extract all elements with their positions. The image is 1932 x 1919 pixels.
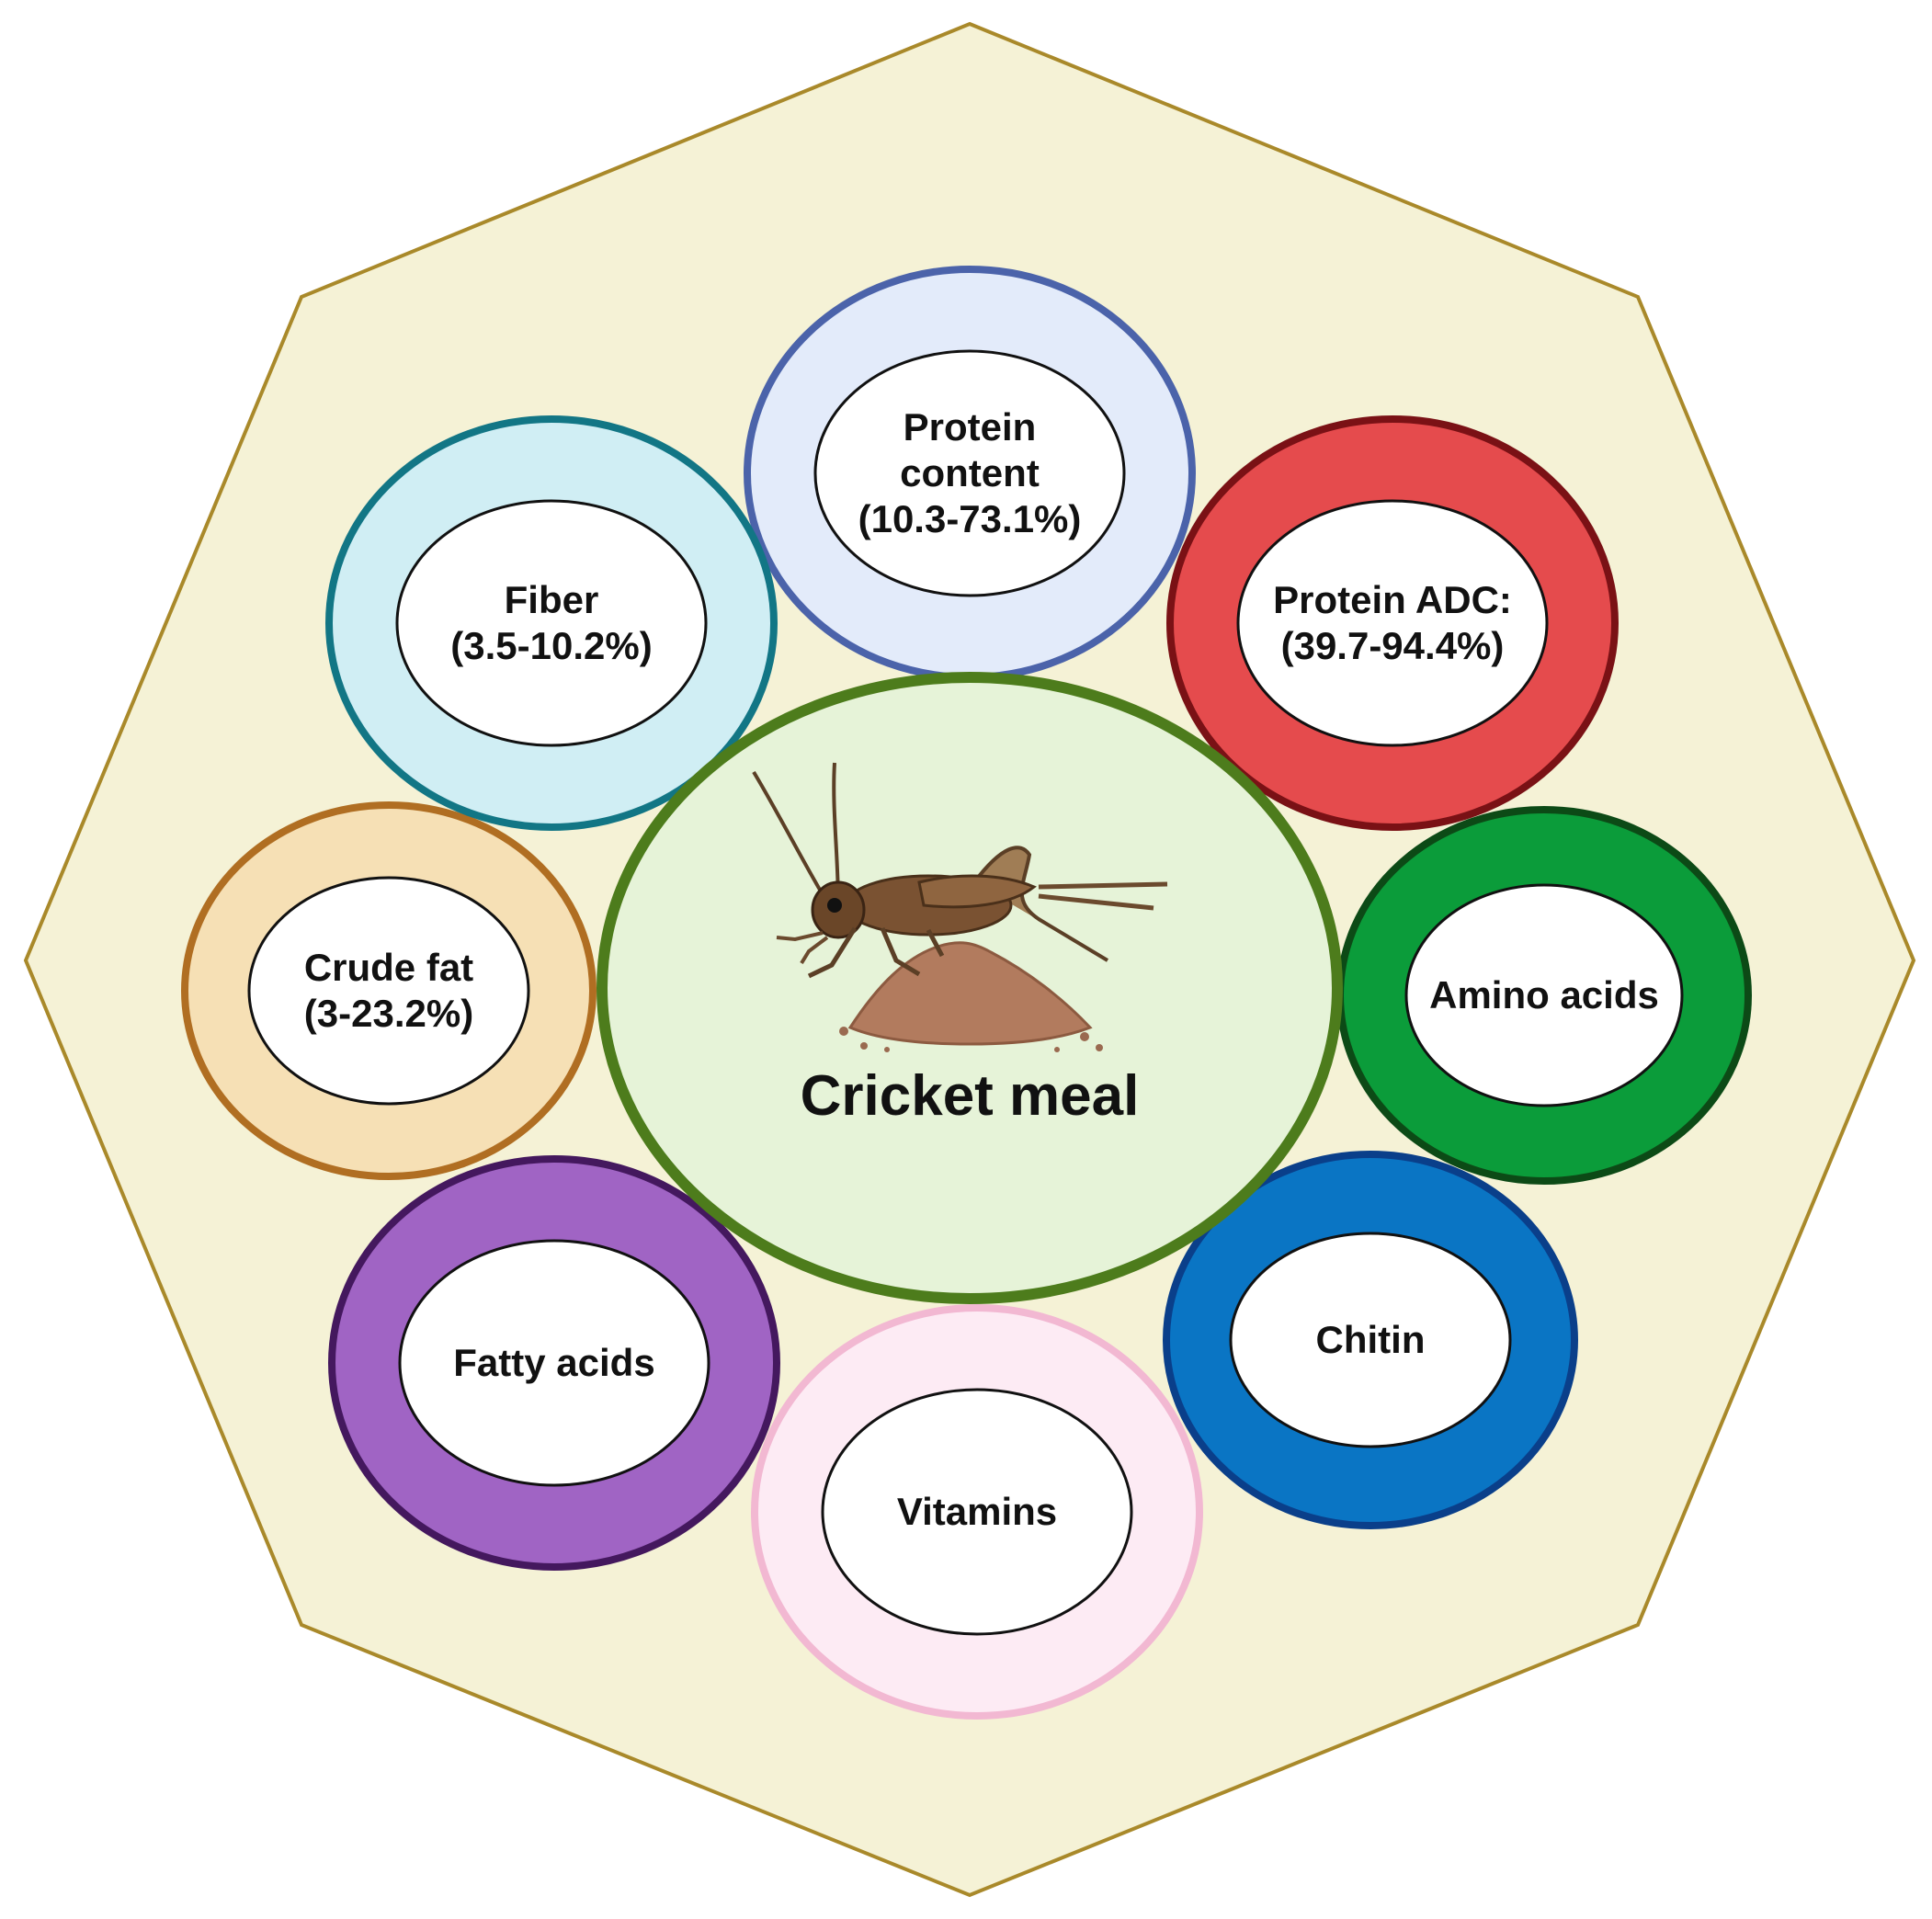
node-vitamins bbox=[751, 1304, 1203, 1720]
node-core-crude-fat bbox=[247, 876, 530, 1106]
node-core-protein-adc bbox=[1236, 499, 1549, 747]
node-label-fatty-acids: Fatty acids bbox=[453, 1341, 655, 1384]
cricket-on-powder-icon bbox=[752, 762, 1168, 1052]
node-label-fiber: Fiber (3.5-10.2%) bbox=[450, 578, 653, 667]
center-hub bbox=[597, 672, 1343, 1304]
node-core-protein-content bbox=[813, 349, 1126, 597]
node-core-fiber bbox=[395, 499, 708, 747]
center-label: Cricket meal bbox=[800, 1064, 1140, 1128]
node-fiber bbox=[325, 415, 778, 831]
node-crude-fat bbox=[181, 801, 597, 1180]
node-core-vitamins bbox=[821, 1388, 1133, 1636]
rings-layer bbox=[181, 266, 1752, 1720]
node-chitin bbox=[1163, 1151, 1578, 1529]
node-core-amino-acids bbox=[1404, 883, 1684, 1107]
powder-crumbs bbox=[839, 1027, 1103, 1052]
node-label-chitin: Chitin bbox=[1315, 1318, 1426, 1361]
node-protein-adc bbox=[1166, 415, 1619, 831]
node-core-fatty-acids bbox=[398, 1239, 710, 1487]
node-label-protein-adc: Protein ADC: (39.7-94.4%) bbox=[1273, 578, 1512, 667]
node-label-amino-acids: Amino acids bbox=[1429, 973, 1659, 1016]
node-label-vitamins: Vitamins bbox=[896, 1490, 1058, 1533]
node-label-crude-fat: Crude fat (3-23.2%) bbox=[303, 946, 474, 1035]
node-core-chitin bbox=[1229, 1232, 1512, 1448]
node-fatty-acids bbox=[328, 1155, 780, 1571]
node-label-protein-content: Protein content (10.3-73.1%) bbox=[858, 405, 1082, 540]
